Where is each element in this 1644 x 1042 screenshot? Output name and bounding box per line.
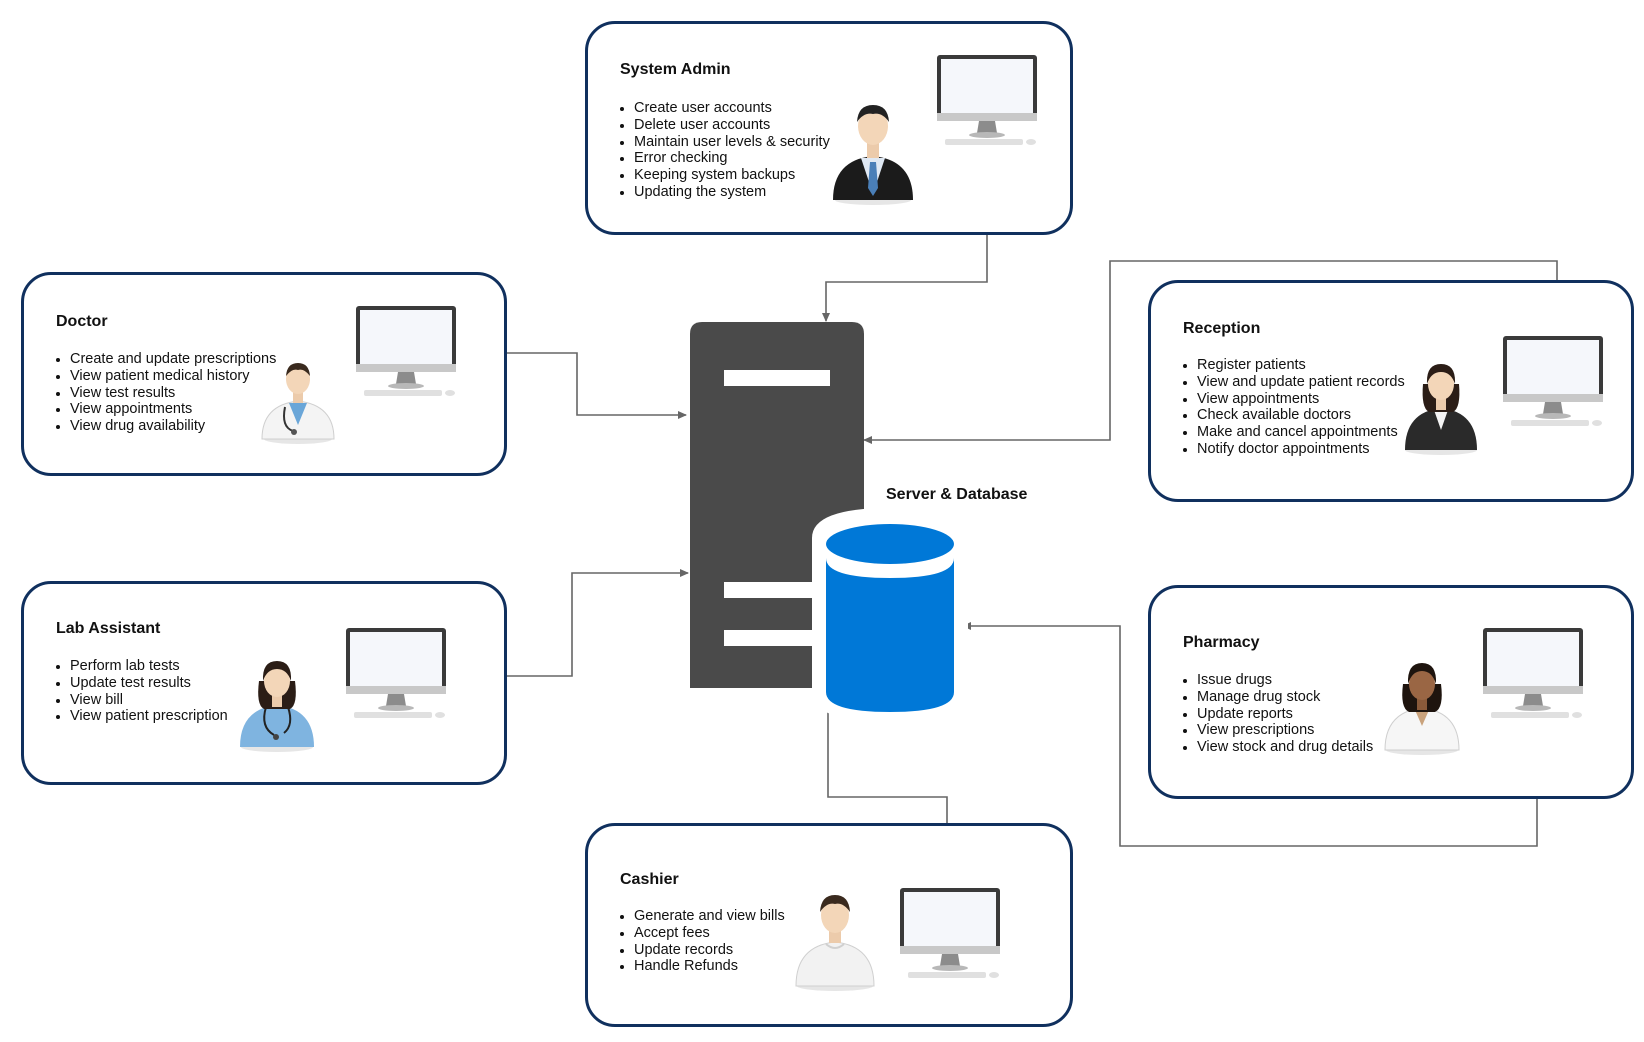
doctor-card: Doctor Create and update prescriptions V… [21,272,507,476]
computer-monitor-icon [1483,628,1583,718]
lab-assistant-card: Lab Assistant Perform lab tests Update t… [21,581,507,785]
task-item: View and update patient records [1183,373,1405,390]
computer-monitor-icon [900,888,1000,978]
male-cashier-avatar-icon [795,895,875,991]
role-title: Lab Assistant [56,620,161,637]
computer-monitor-icon [937,55,1037,145]
female-nurse-avatar-icon [240,661,314,752]
task-item: Issue drugs [1182,672,1373,689]
task-list: Perform lab tests Update test results Vi… [56,658,228,725]
female-pharmacist-avatar-icon [1384,663,1460,755]
role-title: Pharmacy [1183,634,1260,651]
task-list: Generate and view bills Accept fees Upda… [620,908,785,975]
task-item: Accept fees [620,925,785,942]
connector-lab-assistant [451,569,689,680]
cashier-card: Cashier Generate and view bills Accept f… [585,823,1073,1027]
role-title: Cashier [620,871,679,888]
role-title: Doctor [56,313,108,330]
task-item: Create and update prescriptions [55,351,277,367]
reception-card: Reception Register patients View and upd… [1148,280,1634,502]
task-item: Handle Refunds [620,958,785,975]
server-database-label: Server & Database [886,486,1028,503]
businessman-avatar-icon [833,105,913,205]
task-item: View prescriptions [1182,722,1373,739]
task-item: Notify doctor appointments [1183,441,1405,458]
connector-doctor [461,349,687,419]
database-icon [812,508,968,722]
task-list: Issue drugs Manage drug stock Update rep… [1182,672,1374,756]
computer-monitor-icon [356,306,456,396]
task-item: View patient medical history [55,368,276,385]
task-item: Error checking [620,150,830,167]
male-doctor-avatar-icon [261,363,335,444]
task-item: View appointments [1183,391,1405,408]
role-title: Reception [1183,320,1261,337]
task-item: Maintain user levels & security [620,133,830,150]
task-item: Create user accounts [620,100,830,117]
task-item: Updating the system [620,184,830,201]
task-item: View stock and drug details [1182,739,1374,756]
task-item: Register patients [1183,357,1405,374]
computer-monitor-icon [1503,336,1603,426]
task-item: Check available doctors [1183,407,1405,424]
computer-monitor-icon [346,628,446,718]
task-item: View patient prescription [56,708,228,725]
pharmacy-card: Pharmacy Issue drugs Manage drug stock U… [1148,585,1634,799]
task-item: View drug availability [55,418,276,435]
task-item: Update reports [1182,706,1373,723]
task-item: Update test results [56,675,228,692]
task-item: View bill [56,692,228,709]
female-receptionist-avatar-icon [1405,364,1477,455]
task-list: Create user accounts Delete user account… [620,100,830,201]
task-item: Keeping system backups [620,167,830,184]
task-item: Make and cancel appointments [1183,424,1405,441]
task-list: Register patients View and update patien… [1183,357,1405,458]
task-item: View appointments [55,401,276,418]
task-item: Generate and view bills [620,908,785,924]
system-admin-card: System Admin Create user accounts Delete… [585,21,1073,235]
role-title: System Admin [620,61,731,78]
task-item: Update records [620,942,785,959]
task-item: Manage drug stock [1182,689,1373,706]
task-item: Perform lab tests [56,658,228,675]
task-item: View test results [55,385,276,402]
task-item: Delete user accounts [620,117,830,134]
task-list: Create and update prescriptions View pat… [55,351,277,435]
connector-pharmacy [962,622,1541,847]
